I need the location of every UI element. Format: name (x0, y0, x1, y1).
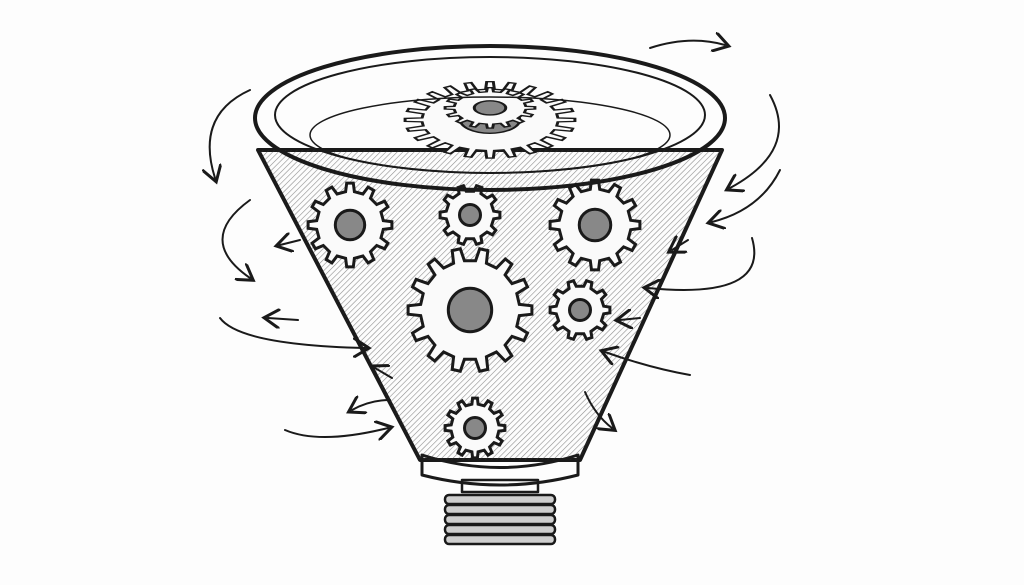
spout-threads (443, 493, 557, 546)
thread-ring (443, 503, 557, 516)
thread-ring (443, 493, 557, 506)
gear (306, 181, 394, 269)
gear (548, 278, 612, 342)
gear (443, 87, 537, 129)
arrow-icon (584, 391, 612, 428)
funnel-rim (253, 44, 727, 192)
funnel-spout (420, 453, 580, 546)
arrow-icon (620, 318, 641, 320)
arrow-icon (375, 368, 393, 378)
thread-ring (443, 533, 557, 546)
arrow-icon (648, 237, 756, 290)
arrow-icon (268, 318, 299, 320)
motion-arrows (210, 41, 781, 437)
arrow-icon (210, 89, 251, 178)
gear (443, 396, 507, 460)
gears (306, 80, 642, 460)
arrow-icon (672, 240, 689, 250)
thread-ring (443, 523, 557, 536)
gear (548, 178, 642, 272)
arrow-icon (352, 400, 391, 410)
arrow-icon (284, 428, 388, 437)
arrow-icon (219, 317, 365, 348)
arrow-icon (649, 41, 725, 48)
arrow-icon (221, 199, 251, 278)
arrow-icon (280, 240, 301, 245)
gear (438, 183, 502, 247)
gear (406, 247, 534, 373)
arrow-icon (605, 352, 691, 376)
arrow-icon (730, 94, 780, 188)
arrow-icon (712, 169, 781, 222)
thread-ring (443, 513, 557, 526)
